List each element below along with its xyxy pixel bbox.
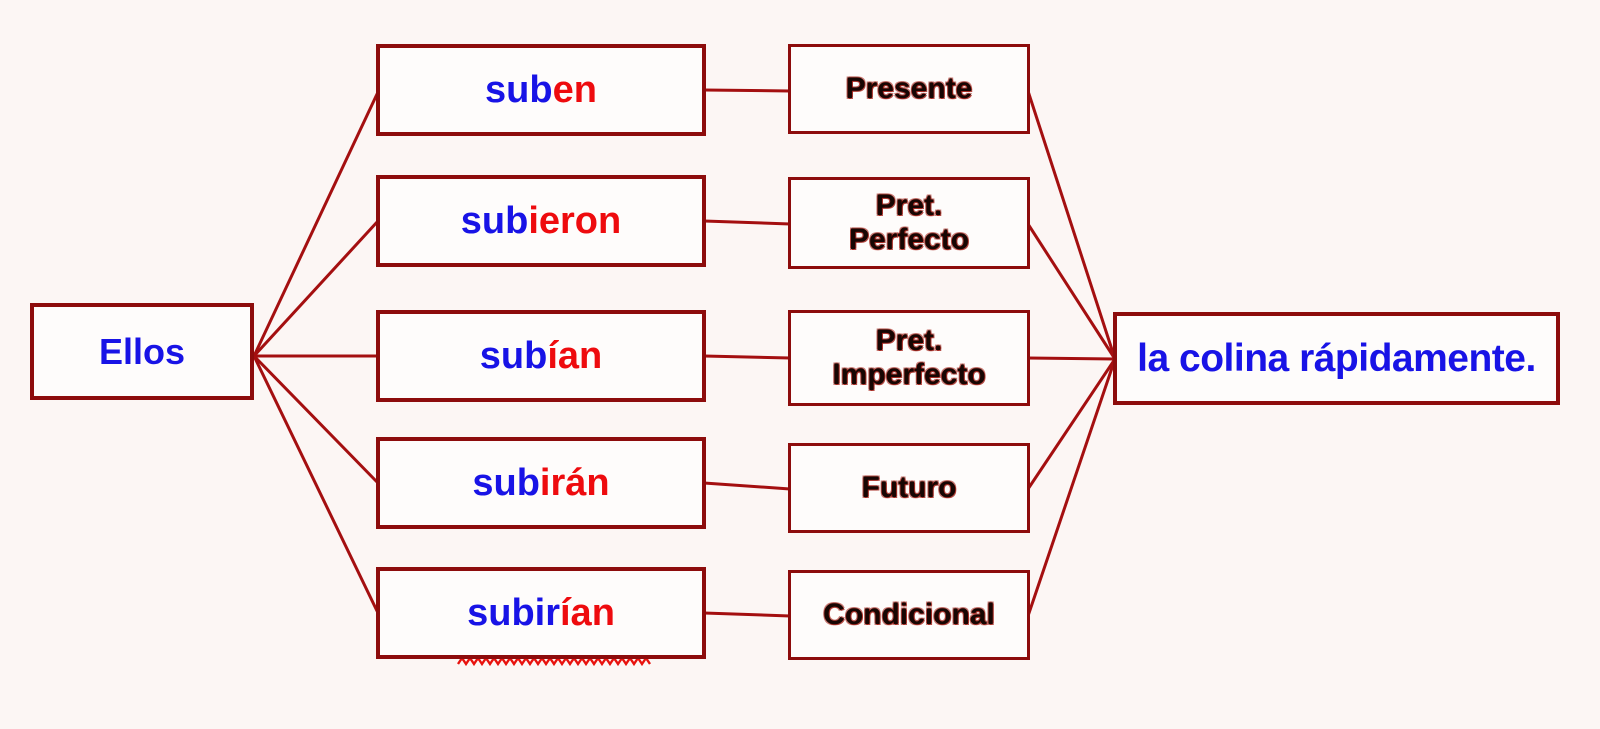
verb-stem: sub <box>472 461 540 504</box>
spellcheck-squiggle <box>457 655 651 667</box>
subject-label: Ellos <box>98 330 186 372</box>
line-row4-object <box>1026 358 1117 617</box>
line-subject-row3 <box>252 354 380 485</box>
tense-label: Presente <box>845 72 973 106</box>
verb-label: subieron <box>461 200 621 243</box>
tense-box-pret-imperfecto: Pret. Imperfecto <box>788 310 1030 406</box>
line-subject-row4 <box>252 355 380 614</box>
verb-box-subieron: subieron <box>376 175 706 267</box>
object-label: la colina rápidamente. <box>1137 336 1536 380</box>
verb-stem: subir <box>467 591 560 634</box>
verb-box-subiran: subirán <box>376 437 706 529</box>
line-row3-object <box>1026 358 1117 490</box>
line-verb-tense-row4 <box>703 611 791 618</box>
middle-link-lines <box>703 88 791 618</box>
line-subject-row1 <box>252 219 380 358</box>
tense-label: Futuro <box>861 471 957 505</box>
verb-ending: ieron <box>528 199 622 242</box>
verb-ending: en <box>552 68 597 111</box>
tense-box-pret-perfecto: Pret. Perfecto <box>788 177 1030 269</box>
left-fan-lines <box>252 91 380 614</box>
line-verb-tense-row1 <box>703 219 791 226</box>
object-box: la colina rápidamente. <box>1113 312 1560 405</box>
verb-stem: sub <box>460 199 529 242</box>
verb-box-suben: suben <box>376 44 706 136</box>
tense-box-condicional: Condicional <box>788 570 1030 660</box>
verb-ending: ían <box>547 334 603 377</box>
verb-label: suben <box>485 69 597 112</box>
line-row1-object <box>1026 223 1117 360</box>
verb-ending: irán <box>539 461 610 504</box>
line-row0-object <box>1026 90 1117 360</box>
tense-box-futuro: Futuro <box>788 443 1030 533</box>
right-fan-lines <box>1026 90 1117 617</box>
subject-box: Ellos <box>30 303 254 400</box>
verb-label: subían <box>480 335 602 378</box>
verb-label: subirían <box>467 592 615 635</box>
tense-label: Pret. Perfecto <box>848 189 970 256</box>
line-verb-tense-row3 <box>703 481 791 491</box>
verb-box-subirian: subirían <box>376 567 706 659</box>
line-subject-row0 <box>252 91 380 357</box>
line-row2-object <box>1027 356 1116 361</box>
tense-box-presente: Presente <box>788 44 1030 134</box>
tense-label: Condicional <box>823 598 995 632</box>
verb-stem: sub <box>479 334 548 377</box>
verb-label: subirán <box>472 462 609 505</box>
tense-label: Pret. Imperfecto <box>832 324 986 391</box>
verb-stem: sub <box>485 68 553 111</box>
verb-ending: ían <box>560 591 615 634</box>
verb-box-subian: subían <box>376 310 706 402</box>
line-verb-tense-row2 <box>703 354 791 360</box>
line-verb-tense-row0 <box>703 88 791 93</box>
